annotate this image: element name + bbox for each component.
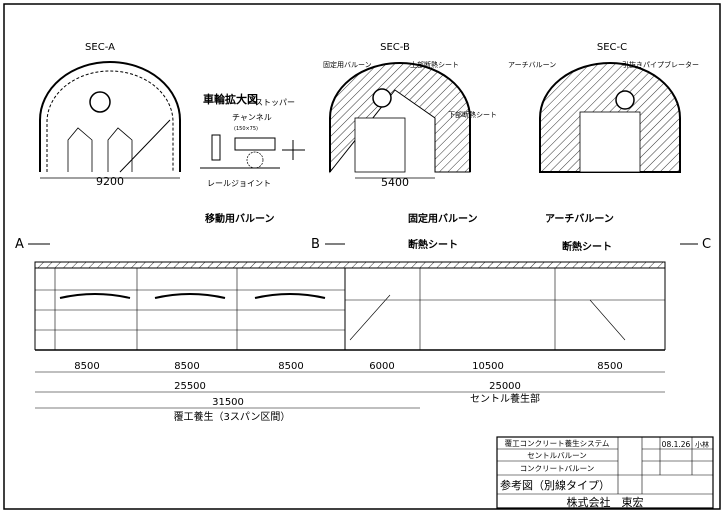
sheet-c-label: 断熱シート [562,240,612,253]
centle-cure-label: セントル養生部 [470,392,540,405]
sec-b-label: SEC-B [380,42,410,53]
wheel-detail-title: 車輪拡大図 [203,92,258,106]
title-line2: セントルバルーン [527,451,587,460]
sec-c-arch-balloon-label: アーチバルーン [508,61,556,69]
section-b: SEC-B 固定用バルーン 上部断熱シート 下部断熱シート 5400 [323,42,497,189]
dimensions [35,371,665,409]
sec-c-label: SEC-C [597,42,627,53]
lining-cure-label: 覆工養生（3スパン区間） [174,410,291,423]
title-line1: 覆工コンクリート養生システム [505,438,610,448]
wheel-detail: 車輪拡大図 ストッパー チャンネル (150×75) レールジョイント [200,92,305,188]
title-block: 覆工コンクリート養生システム セントルバルーン コンクリートバルーン 参考図（別… [496,436,714,509]
moving-balloon-label: 移動用バルーン [205,212,275,225]
drawn-date: 08.1.26 [662,440,691,449]
sec-b-lower-sheet-label: 下部断熱シート [448,110,497,119]
dim-span-2: 8500 [174,361,199,372]
elevation-view: A B C 移動用バルーン 固定用バルーン 断熱シート アーチバルーン 断熱シー… [15,212,711,351]
marker-a: A [15,237,24,252]
section-c: SEC-C アーチバルーン 引抜きパイプブレーター [508,42,699,173]
sec-b-fixed-balloon-label: 固定用バルーン [323,60,372,69]
title-ref: 参考図（別線タイプ） [500,478,610,492]
marker-c: C [702,237,711,252]
company-name: 株式会社 東宏 [567,495,644,509]
sheet-b-label: 断熱シート [408,238,458,251]
dim-span-4: 6000 [369,361,394,372]
dim-span-3: 8500 [278,361,303,372]
sheet-border [3,3,721,510]
dim-span-6: 8500 [597,361,622,372]
dim-total-centle: 25000 [489,381,521,392]
dim-overall: 31500 [212,397,244,408]
channel-label: チャンネル [232,113,272,122]
stopper-label: ストッパー [255,98,295,107]
section-a: SEC-A 9200 [39,42,181,188]
rail-joint-label: レールジョイント [207,179,271,188]
sec-a-label: SEC-A [85,42,115,53]
drawn-by: 小林 [695,440,709,449]
sec-c-breaker-label: 引抜きパイプブレーター [622,60,699,69]
dim-total-lining: 25500 [174,381,206,392]
fixed-balloon-label: 固定用バルーン [408,212,478,225]
arch-balloon-label: アーチバルーン [545,213,614,225]
sec-b-width: 5400 [381,176,409,189]
sec-b-upper-sheet-label: 上部断熱シート [410,60,459,69]
title-line3: コンクリートバルーン [520,464,595,473]
channel-size-label: (150×75) [234,126,258,132]
sec-a-width: 9200 [96,175,124,188]
dim-span-1: 8500 [74,361,99,372]
dim-span-5: 10500 [472,361,504,372]
marker-b: B [311,237,320,252]
